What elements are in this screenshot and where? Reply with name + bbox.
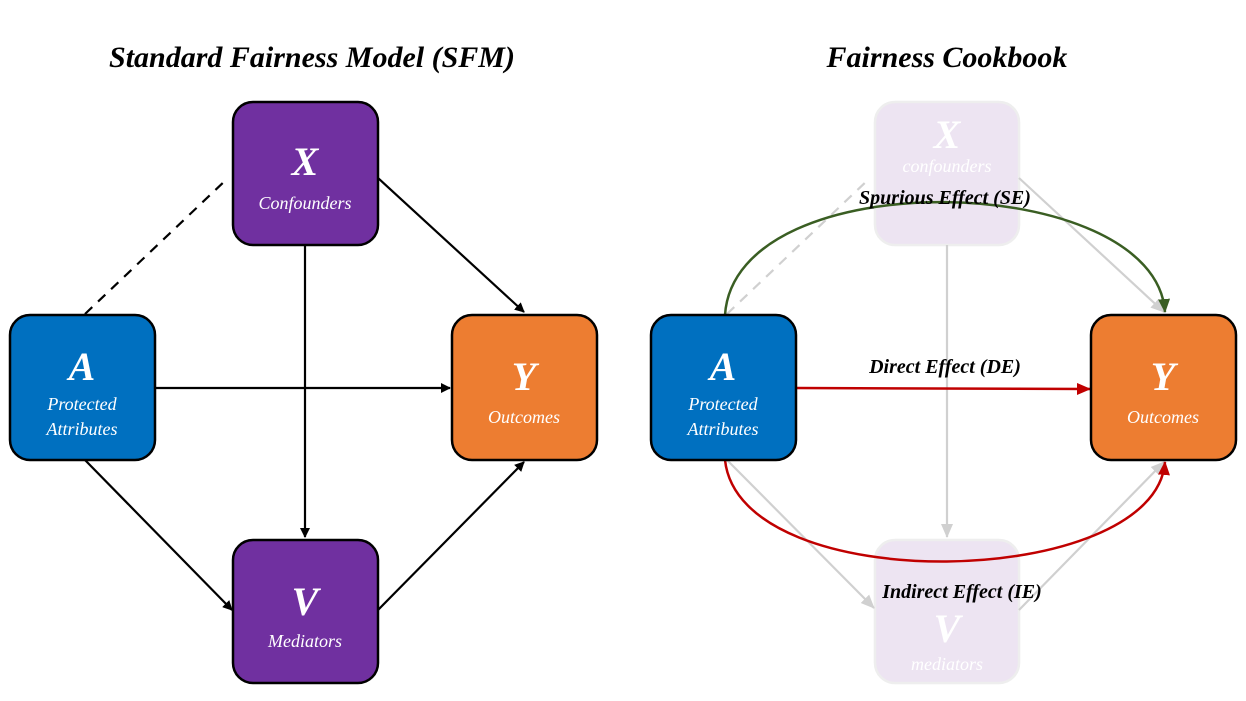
node-y-right: Y Outcomes	[1089, 313, 1238, 462]
node-y-label: Outcomes	[488, 407, 560, 427]
node-v: V Mediators	[231, 538, 380, 685]
node-v-faded: V mediators	[873, 538, 1021, 685]
node-x-faded: X confounders	[873, 100, 1021, 247]
node-v-faded-symbol: V	[934, 606, 964, 651]
node-a-right-label-1: Protected	[687, 394, 758, 414]
node-a-right-label-2: Attributes	[687, 419, 759, 439]
faded-edge-a-x	[726, 177, 871, 315]
node-x-label: Confounders	[258, 193, 351, 213]
edge-a-x-dashed	[84, 177, 229, 315]
node-a: A Protected Attributes	[8, 313, 157, 462]
indirect-effect-path	[723, 459, 1170, 563]
node-x-faded-label: confounders	[903, 156, 992, 176]
edge-v-y	[377, 461, 525, 611]
node-x: X Confounders	[231, 100, 380, 247]
node-y: Y Outcomes	[450, 313, 599, 462]
cookbook-title: Fairness Cookbook	[826, 41, 1068, 74]
sfm-title: Standard Fairness Model (SFM)	[109, 41, 515, 74]
node-a-symbol: A	[66, 344, 96, 389]
direct-effect-label: Direct Effect (DE)	[868, 356, 1021, 378]
node-y-symbol: Y	[512, 354, 540, 399]
spurious-effect-label: Spurious Effect (SE)	[859, 187, 1031, 209]
cookbook-panel: Fairness Cookbook X confounders V mediat…	[649, 41, 1238, 685]
edge-a-v	[84, 459, 233, 611]
direct-effect-path	[795, 382, 1091, 395]
node-y-right-symbol: Y	[1151, 354, 1179, 399]
spurious-effect-path	[723, 200, 1171, 316]
node-a-label-1: Protected	[46, 394, 117, 414]
node-a-label-2: Attributes	[46, 419, 118, 439]
sfm-panel: Standard Fairness Model (SFM) X Confound…	[8, 41, 599, 685]
node-x-symbol: X	[290, 139, 320, 184]
faded-edge-a-v	[726, 459, 875, 609]
node-a-right-symbol: A	[707, 344, 737, 389]
indirect-effect-label: Indirect Effect (IE)	[881, 581, 1042, 603]
edge-x-y	[377, 177, 525, 313]
node-x-faded-symbol: X	[932, 112, 962, 157]
faded-edge-x-y	[1018, 177, 1165, 313]
node-v-label: Mediators	[267, 631, 342, 651]
node-y-right-label: Outcomes	[1127, 407, 1199, 427]
node-a-right: A Protected Attributes	[649, 313, 798, 462]
node-v-symbol: V	[292, 579, 322, 624]
node-v-faded-label: mediators	[911, 654, 983, 674]
